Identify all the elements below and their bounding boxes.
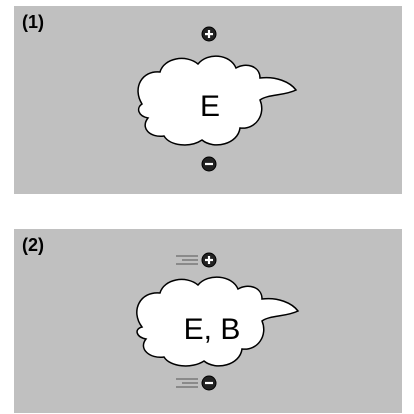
field-label: E bbox=[200, 90, 220, 123]
field-cloud bbox=[137, 55, 298, 146]
motion-lines-icon bbox=[176, 255, 198, 265]
diagram-static: E bbox=[137, 26, 298, 172]
positive-charge-icon bbox=[201, 252, 217, 268]
negative-charge-icon bbox=[201, 375, 217, 391]
panel-label: (1) bbox=[22, 12, 44, 32]
field-cloud bbox=[136, 276, 300, 367]
diagram-moving: E, B bbox=[136, 252, 300, 391]
panel-label: (2) bbox=[22, 235, 44, 255]
panel-moving-charges: (2) E, B bbox=[14, 229, 402, 413]
negative-charge-icon bbox=[201, 156, 217, 172]
panel-static-charges: (1) E bbox=[14, 6, 402, 194]
motion-lines-icon bbox=[176, 378, 198, 388]
positive-charge-icon bbox=[201, 26, 217, 42]
field-label: E, B bbox=[184, 313, 241, 346]
